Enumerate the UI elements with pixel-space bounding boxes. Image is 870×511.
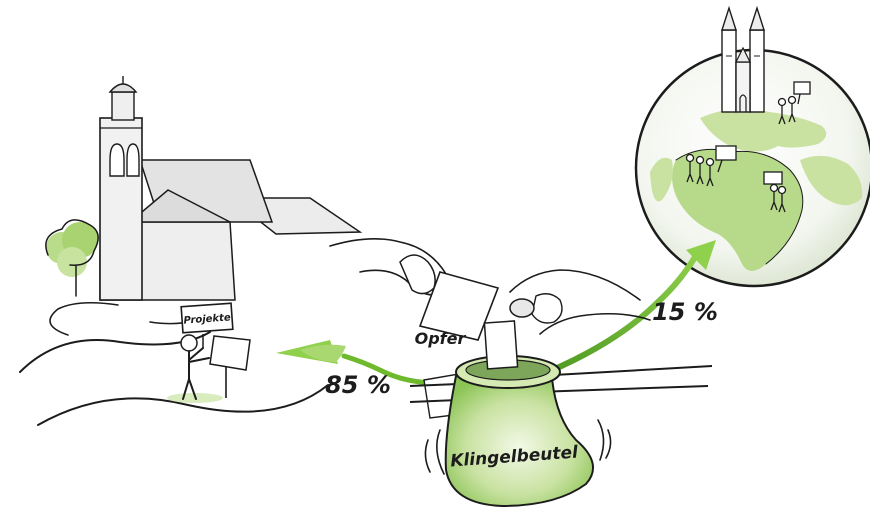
hand-with-envelope-icon (330, 239, 498, 340)
coin-icon (510, 299, 534, 317)
local-share-label: 85 % (325, 371, 391, 399)
collection-bag-icon (410, 321, 712, 506)
tree-icon (46, 220, 98, 296)
globe-illustration (636, 8, 870, 286)
offering-label: Opfer (415, 329, 467, 348)
world-share-label: 15 % (652, 298, 718, 326)
projects-person: Projekte (167, 303, 250, 403)
cathedral-icon (722, 8, 764, 112)
